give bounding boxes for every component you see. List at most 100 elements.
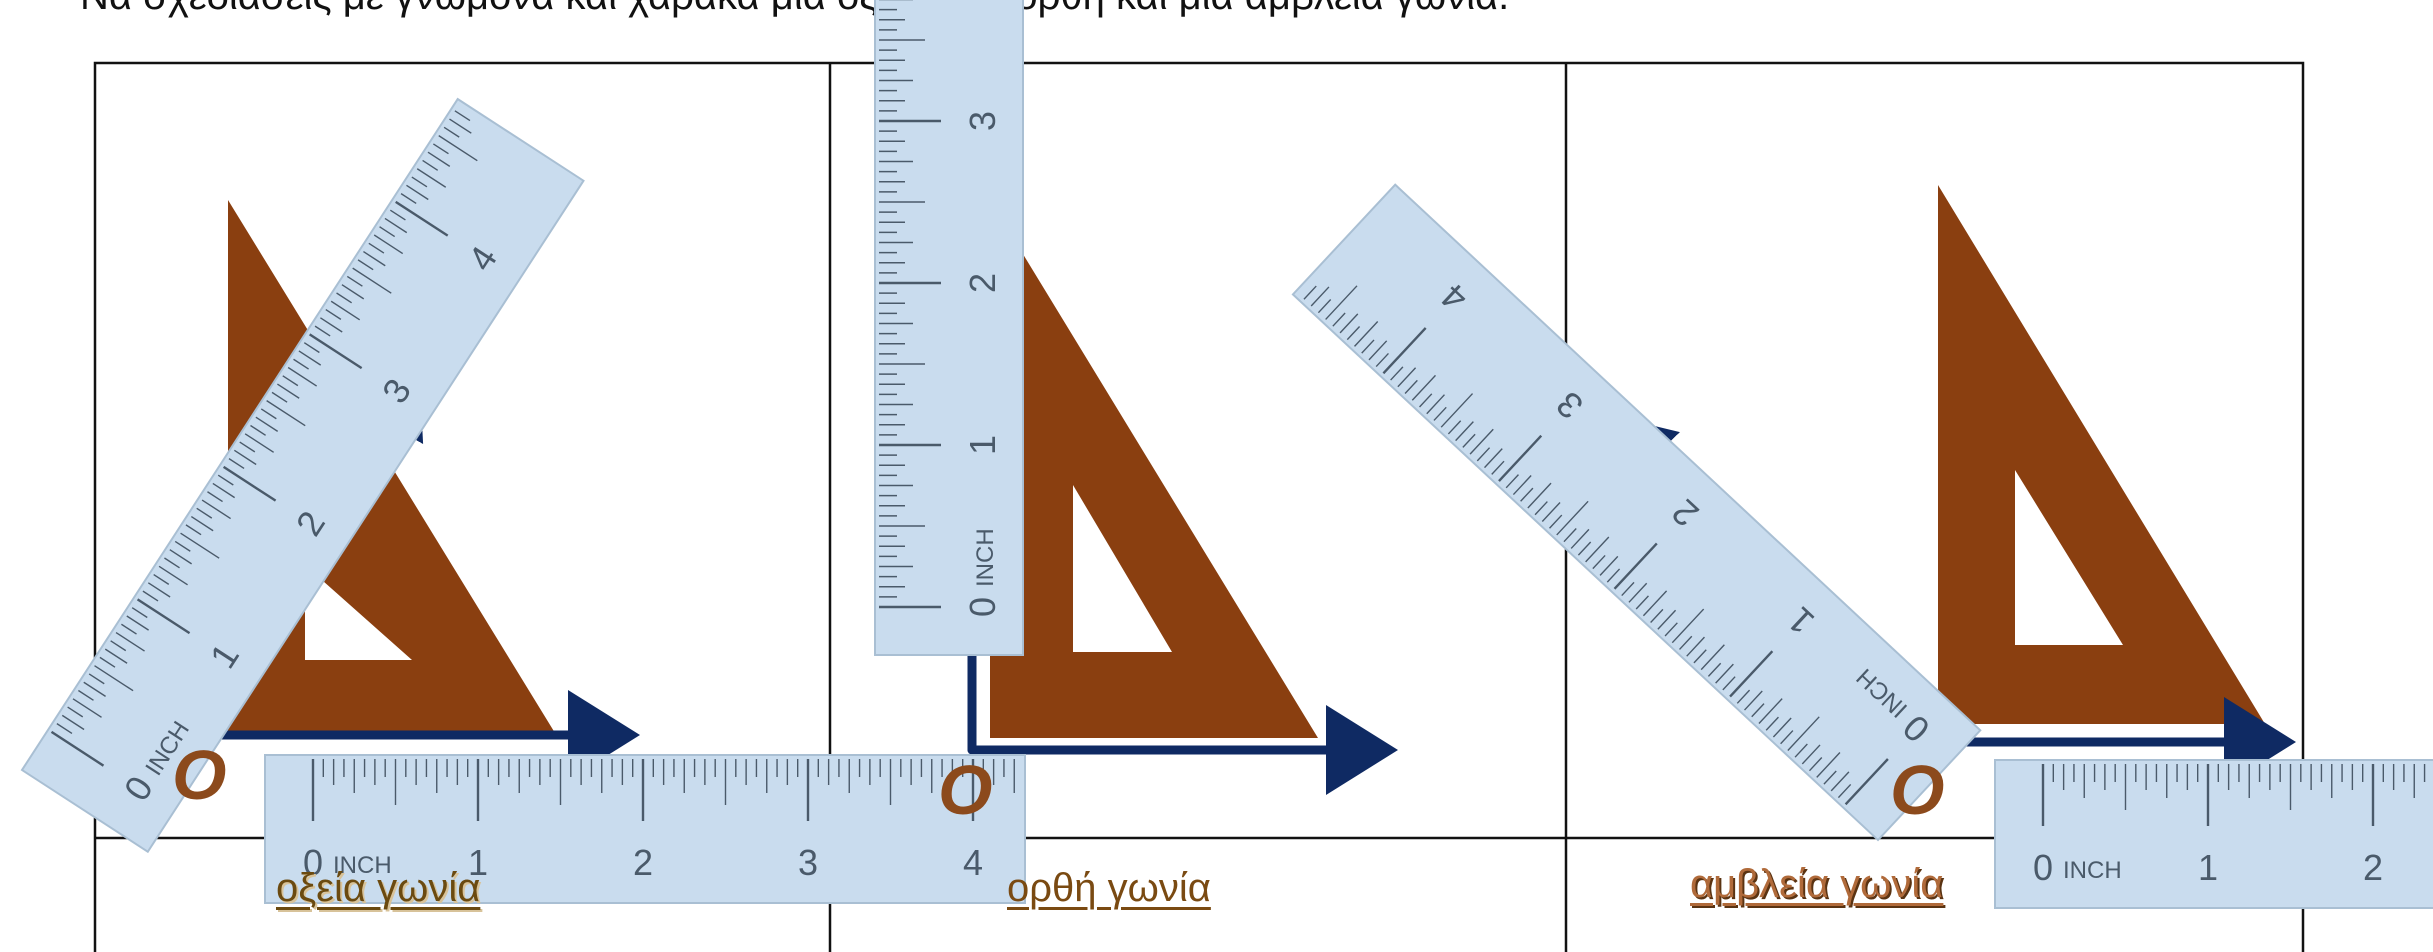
ruler-tick (1765, 716, 1779, 731)
ruler-tick (1404, 379, 1418, 394)
ruler-tick (250, 424, 266, 436)
ruler-number: 1 (468, 842, 488, 883)
ruler-tick (72, 698, 102, 718)
ruler-tick (1541, 501, 1561, 522)
ruler-tick (1549, 514, 1563, 529)
ruler-tick (1642, 590, 1668, 617)
ruler-tick (115, 631, 145, 652)
ruler-tick (164, 557, 180, 569)
ruler-tick (121, 623, 137, 635)
ruler-tick (325, 308, 342, 320)
instruction-text: Να σχεδιάσεις με γνώμονα και χάρακα μια … (80, 0, 1509, 19)
ruler-tick (88, 673, 105, 685)
ruler-tick (147, 582, 171, 598)
vertex-label-right: Ο (938, 751, 993, 829)
ruler-tick (1787, 716, 1820, 751)
ruler-tick (1679, 635, 1693, 650)
ruler-unit: INCH (2063, 857, 2122, 884)
set-square-right (990, 200, 1318, 738)
ruler-tick (61, 714, 85, 731)
ruler-tick (277, 383, 300, 399)
ruler-tick (217, 474, 234, 486)
ruler-tick (1809, 757, 1823, 772)
ruler-tick (1375, 352, 1389, 368)
ruler-body (264, 754, 1026, 904)
ruler-tick (1390, 366, 1404, 381)
ruler-tick (1844, 758, 1889, 806)
ruler-number: 0 (303, 842, 323, 883)
ruler-tick (185, 524, 202, 536)
ruler-tick (131, 607, 148, 619)
ruler-tick (1613, 542, 1658, 590)
ruler-number: 3 (798, 842, 818, 883)
ruler-tick (309, 333, 363, 370)
ruler-tick (379, 226, 396, 238)
ruler-tick (1707, 662, 1722, 677)
ruler-tick (1693, 649, 1707, 664)
ruler-tick (1722, 676, 1736, 691)
ruler-tick (1650, 608, 1664, 623)
ruler-tick (266, 400, 306, 427)
ruler-tick (153, 573, 170, 585)
ruler-tick (260, 408, 277, 420)
ruler-number: 0 (962, 597, 1003, 617)
vertex-label-acute: Ο (172, 736, 227, 814)
ruler-tick (363, 250, 386, 267)
ruler-tick (99, 656, 116, 668)
ruler-tick (1744, 690, 1763, 711)
ruler-tick (1657, 609, 1677, 630)
ruler-tick (427, 151, 451, 167)
ruler-tick (1440, 393, 1474, 428)
ruler-tick (1505, 474, 1519, 489)
ruler-tick (1837, 783, 1852, 799)
ruler-body (1291, 183, 1982, 842)
ruler-tick (406, 184, 429, 201)
ruler-number: 1 (2198, 847, 2218, 888)
ruler-tick (1469, 428, 1494, 455)
ruler-tick (395, 200, 449, 237)
ruler-tick (1462, 433, 1476, 448)
ruler-tick (233, 449, 257, 466)
ruler-tick (1361, 339, 1375, 354)
ruler-number: 4 (963, 842, 983, 883)
ruler-number: 0 (2033, 847, 2053, 888)
ruler-tick (1512, 475, 1532, 496)
ruler-tick (1498, 434, 1543, 482)
ruler-tick (1534, 501, 1548, 516)
ruler-tick (1751, 703, 1765, 718)
ruler-tick (158, 565, 188, 586)
ruler-tick (320, 317, 343, 333)
ruler-tick (287, 366, 318, 387)
ruler-tick (1354, 321, 1379, 347)
ruler-tick (1447, 420, 1462, 435)
ruler-tick (1563, 528, 1577, 543)
ruler-tick (303, 342, 320, 354)
ruler-tick (1455, 421, 1474, 442)
ruler-tick (104, 648, 128, 664)
ruler-tick (1635, 595, 1649, 610)
ruler-tick (142, 590, 159, 602)
ruler-tick (336, 292, 353, 304)
ruler-tick (1715, 663, 1734, 684)
ruler-tick (169, 549, 193, 565)
ruler-tick (67, 706, 84, 718)
ruler-tick (110, 640, 127, 652)
ruler-tick (1592, 554, 1606, 570)
ruler-tick (1426, 394, 1445, 415)
ruler-number: 2 (633, 842, 653, 883)
ruler-tick (1491, 460, 1505, 475)
ruler-tick (1411, 374, 1436, 401)
ruler-tick (1671, 608, 1705, 644)
ruler-unit: INCH (972, 528, 999, 587)
ruler-tick (212, 482, 236, 499)
ruler-tick (314, 325, 331, 337)
ruler-tick (1433, 406, 1447, 421)
ruler-tick (298, 350, 322, 366)
ruler-tick (1686, 636, 1705, 657)
ruler-tick (1729, 650, 1774, 698)
